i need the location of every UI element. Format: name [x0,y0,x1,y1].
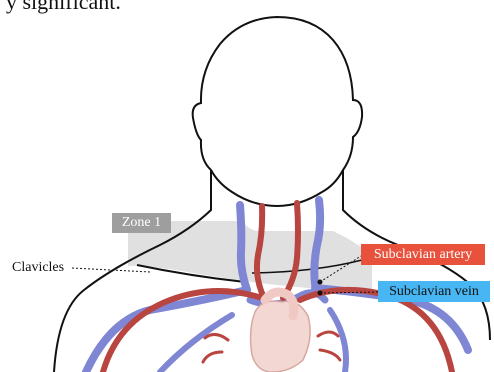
subclavian-artery-label: Subclavian artery [361,244,485,265]
artery-branch-right [318,332,340,360]
zone-1-label: Zone 1 [112,213,171,233]
vein-marker [318,291,323,296]
lower-vein-left [160,315,232,372]
heart [251,301,311,372]
clavicles-label: Clavicles [12,259,64,277]
head-outline [193,17,362,206]
caption-fragment: y significant. [6,0,121,13]
lower-vein-right [330,310,346,372]
subclavian-vein-label: Subclavian vein [378,281,490,302]
artery-marker [318,280,323,285]
artery-branch-left [203,334,228,362]
